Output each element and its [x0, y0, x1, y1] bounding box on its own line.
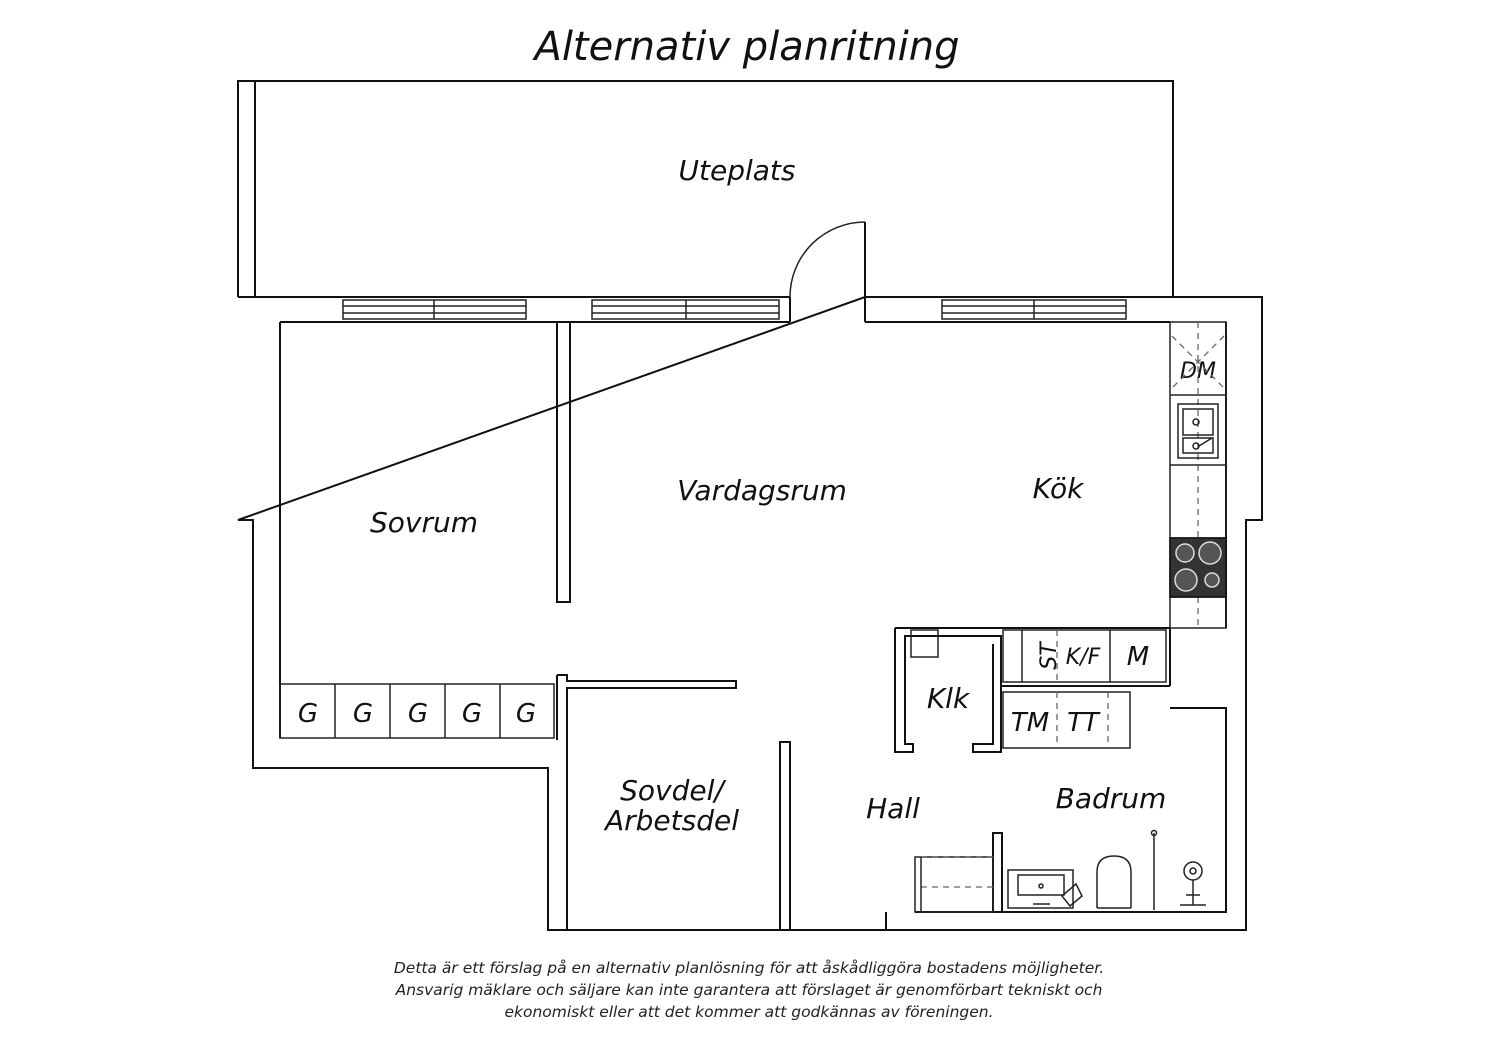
- room-label-klk: Klk: [927, 682, 971, 715]
- room-label-kok: Kök: [1033, 472, 1085, 505]
- wardrobe-label: G: [298, 699, 318, 729]
- fridge-freezer-label: K/F: [1066, 645, 1101, 670]
- hall-shelf: [914, 856, 994, 913]
- hall-cabinets: ST K/F M: [1002, 629, 1167, 683]
- kitchen-sink-icon: [1177, 403, 1219, 459]
- interior-walls: [556, 321, 1171, 931]
- room-label-sovdel: Sovdel/: [620, 774, 726, 807]
- wardrobe-label: G: [353, 699, 373, 729]
- plan-title: Alternativ planritning: [531, 24, 959, 70]
- wardrobe-label: G: [408, 699, 428, 729]
- room-label-hall: Hall: [866, 792, 920, 825]
- patio: [237, 80, 1174, 297]
- wardrobe-label: G: [462, 699, 482, 729]
- balcony-door: [789, 221, 866, 322]
- disclaimer-line: Detta är ett förslag på en alternativ pl…: [394, 959, 1104, 977]
- room-label-vardagsrum: Vardagsrum: [677, 474, 847, 507]
- room-label-uteplats: Uteplats: [679, 154, 796, 187]
- microwave-label: M: [1127, 642, 1149, 672]
- disclaimer-line: Ansvarig mäklare och säljare kan inte ga…: [395, 981, 1103, 999]
- room-label-badrum: Badrum: [1056, 782, 1167, 815]
- room-label-sovrum: Sovrum: [370, 506, 478, 539]
- storage-label: ST: [1037, 641, 1062, 670]
- wardrobes: G G G G G: [279, 683, 555, 739]
- room-label-arbetsdel: Arbetsdel: [603, 804, 739, 837]
- stove-icon: [1169, 537, 1227, 598]
- toilet-icon: [1096, 855, 1132, 909]
- washer-label: TM: [1011, 708, 1049, 738]
- dishwasher-label: DM: [1180, 359, 1216, 384]
- hall-closet: [910, 629, 939, 658]
- windows: [342, 299, 1127, 320]
- laundry-machines: TM TT: [1002, 691, 1131, 749]
- shower-icon: [1150, 829, 1206, 910]
- bathroom-sink-icon: [1007, 869, 1083, 909]
- exterior-walls: [237, 296, 1263, 931]
- disclaimer-line: ekonomiskt eller att det kommer att godk…: [504, 1003, 993, 1021]
- wardrobe-label: G: [516, 699, 536, 729]
- dryer-label: TT: [1067, 708, 1101, 738]
